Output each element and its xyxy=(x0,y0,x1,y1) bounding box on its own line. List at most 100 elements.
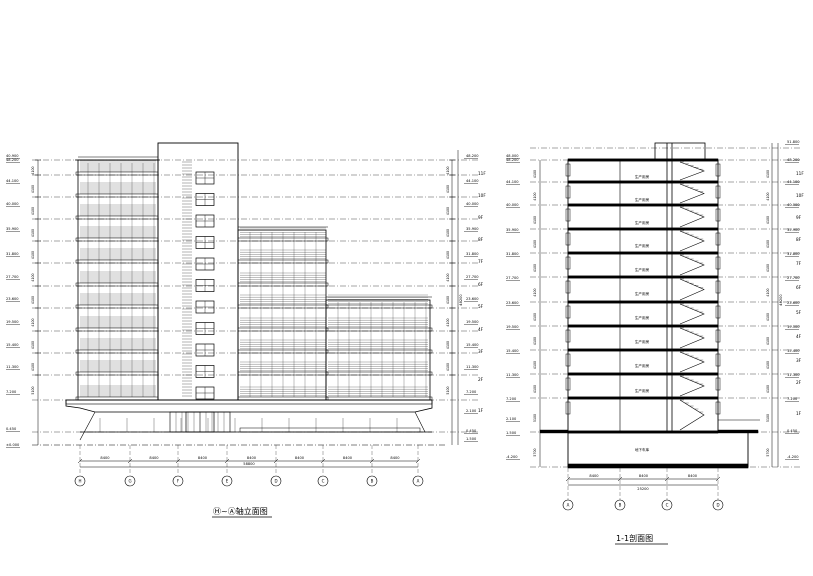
room-label: 生产用房 xyxy=(635,363,650,368)
balcony-band xyxy=(75,396,159,401)
section-window xyxy=(565,163,571,177)
section-storey-dim-text: 4100 xyxy=(533,216,537,224)
balcony-band xyxy=(75,349,159,354)
section-floor-label: 6F xyxy=(796,285,802,290)
stair-flight xyxy=(679,327,705,349)
axis-label: E xyxy=(226,479,229,484)
section-floor-label: 3F xyxy=(796,358,802,363)
elevation-level-label-right: 1.500 xyxy=(466,437,477,441)
elevation-level-label-right: 40.000 xyxy=(466,202,479,206)
floor-slab xyxy=(567,430,719,434)
elevation-level-label: ±0.000 xyxy=(6,443,20,447)
elevation-level-label-right: 15.400 xyxy=(466,343,479,347)
section-axis-bubble xyxy=(562,499,574,511)
floor-slab xyxy=(567,158,719,162)
dim-tick xyxy=(415,458,421,464)
dim-tick xyxy=(127,458,133,464)
dim-tick xyxy=(273,458,279,464)
section-window xyxy=(565,256,571,270)
elevation-level-label-right: 27.700 xyxy=(466,275,479,279)
elevation-level-label: 40.000 xyxy=(6,202,19,206)
section-storey-dim-text: 5700 xyxy=(533,448,537,456)
section-window xyxy=(565,185,571,199)
section-window xyxy=(565,305,571,319)
dim-tick xyxy=(369,458,375,464)
section-window-right xyxy=(715,163,721,177)
section-level-label-right: 31.800 xyxy=(787,252,800,256)
entrance-steps xyxy=(239,427,421,433)
section-storey-dim-text: 4100 xyxy=(766,192,770,200)
middle-balcony xyxy=(237,396,329,401)
bay-dim-text: 8400 xyxy=(149,456,159,460)
floor-slab xyxy=(567,227,719,231)
axis-bubble xyxy=(74,475,86,487)
section-window-right xyxy=(715,256,721,270)
section-floor-label: 4F xyxy=(796,334,802,339)
bay-dim-text: 8400 xyxy=(100,456,110,460)
room-label: 生产用房 xyxy=(635,267,650,272)
section-storey-dim-text: 4100 xyxy=(766,313,770,321)
axis-bubble xyxy=(412,475,424,487)
basement-outline xyxy=(567,431,749,468)
dim-tick xyxy=(664,476,670,482)
storey-dim-text: 4100 xyxy=(31,363,35,371)
section-axis-label: B xyxy=(619,503,622,508)
floor-slab xyxy=(567,275,719,279)
section-storey-dim-text: 4100 xyxy=(766,361,770,369)
section-window-right xyxy=(715,401,721,415)
tower-core xyxy=(157,142,239,401)
basement-slab xyxy=(567,463,749,469)
elevation-level-label: 40.900 xyxy=(6,154,19,158)
balcony-band xyxy=(75,215,159,220)
section-floor-label: 7F xyxy=(796,261,802,266)
floor-slab xyxy=(567,396,719,400)
elevation-level-label-right: 0.450 xyxy=(466,429,477,433)
elevation-level-label: 0.450 xyxy=(6,427,17,431)
storey-dim-text: 4100 xyxy=(446,185,450,193)
elevation-level-label: 23.600 xyxy=(6,297,19,301)
floor-slab xyxy=(567,324,719,328)
floor-label: 4F xyxy=(478,327,484,332)
dim-tick xyxy=(565,476,571,482)
storey-dim-text: 4100 xyxy=(31,318,35,326)
floor-label: 3F xyxy=(478,349,484,354)
section-storey-dim-text: 4100 xyxy=(766,240,770,248)
storey-dim-text: 4100 xyxy=(31,166,35,174)
balcony-band xyxy=(75,282,159,287)
room-label: 生产用房 xyxy=(635,315,650,320)
section-bay-text: 8400 xyxy=(688,474,698,478)
low-balcony xyxy=(325,327,433,332)
section-level-label-right: 44.100 xyxy=(787,180,800,184)
stair-flight xyxy=(679,399,705,431)
section-floor-label: 8F xyxy=(796,237,802,242)
elevation-drawing xyxy=(6,142,480,487)
section-level-label: 48.200 xyxy=(506,158,519,162)
room-label: 生产用房 xyxy=(635,220,650,225)
section-window-right xyxy=(715,329,721,343)
section-storey-dim-text: 4100 xyxy=(533,288,537,296)
storey-dim-text: 4100 xyxy=(31,296,35,304)
section-axis-bubble xyxy=(614,499,626,511)
balcony-band xyxy=(75,327,159,332)
axis-label: D xyxy=(274,479,277,484)
elevation-level-label-right: 2.100 xyxy=(466,409,477,413)
elevation-level-label: 31.800 xyxy=(6,252,19,256)
section-storey-dim-text: 4100 xyxy=(766,170,770,178)
stair-flight xyxy=(679,303,705,325)
section-level-label-right: 11.300 xyxy=(787,373,800,377)
section-level-label: 7.200 xyxy=(506,397,517,401)
section-axis-bubble xyxy=(712,499,724,511)
elevation-level-label-right: 19.500 xyxy=(466,320,479,324)
floor-slab xyxy=(567,348,719,352)
section-storey-dim-text: 4100 xyxy=(766,216,770,224)
section-floor-label: 11F xyxy=(796,171,804,176)
storey-dim-text: 4100 xyxy=(446,273,450,281)
storey-dim-text: 4100 xyxy=(446,296,450,304)
elevation-level-label: 11.300 xyxy=(6,365,19,369)
section-level-label: -4.200 xyxy=(506,455,518,459)
dim-tick xyxy=(715,476,721,482)
axis-bubble xyxy=(124,475,136,487)
section-axis-label: A xyxy=(567,503,570,508)
dim-tick xyxy=(175,458,181,464)
section-storey-dim-text: 4100 xyxy=(766,385,770,393)
